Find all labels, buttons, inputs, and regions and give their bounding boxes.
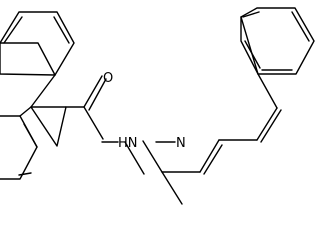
hydrazide-nh-label: HN xyxy=(118,136,138,151)
upper-phenyl-ring xyxy=(0,11,75,108)
hydrazide-linkage xyxy=(65,75,176,143)
imine-nitrogen-label: N xyxy=(176,136,186,151)
top-phenyl-ring xyxy=(240,7,315,75)
cyclopropane-ring xyxy=(30,106,67,147)
oxygen-atom-label: O xyxy=(103,71,113,86)
lower-phenyl-ring xyxy=(0,106,38,180)
diene-chain xyxy=(124,73,282,205)
